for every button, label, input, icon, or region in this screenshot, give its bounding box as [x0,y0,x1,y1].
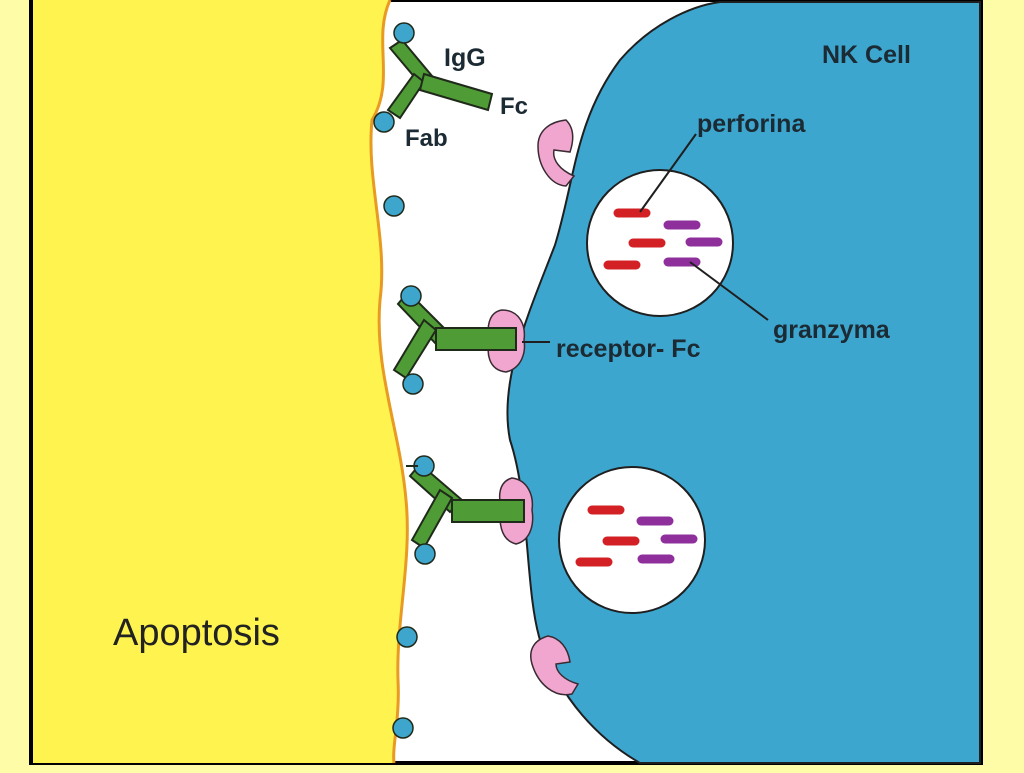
fc-receptor-icon [530,635,580,696]
apoptotic-cell [33,0,408,763]
apoptotic-cell-membrane [369,0,409,764]
antigen-dot-icon [392,717,414,739]
igg-label: IgG [444,44,486,72]
fab-label: Fab [405,125,448,152]
granule-icon [558,466,706,614]
antigen-dot-icon [383,195,405,217]
antigen-dot-icon [373,111,395,133]
antigen-dot-icon [393,22,415,44]
antigen-dot-icon [400,285,422,307]
antigen-dot-icon [414,543,436,565]
perforina-label: perforina [697,110,806,138]
fc-receptor-icon [537,119,576,187]
granzyma-label: granzyma [773,316,891,344]
nk-cell-label: NK Cell [822,41,911,69]
receptor-fc-label: receptor- Fc [556,335,701,363]
perforina-leader-line [639,133,697,213]
antigen-dot-icon [402,373,424,395]
antigen-dot-icon [396,626,418,648]
granule-icon [586,169,734,317]
granzyma-leader-line [689,261,769,321]
apoptosis-label: Apoptosis [113,612,280,654]
igg-antibody-icon [386,38,494,120]
fc-label: Fc [500,93,528,120]
